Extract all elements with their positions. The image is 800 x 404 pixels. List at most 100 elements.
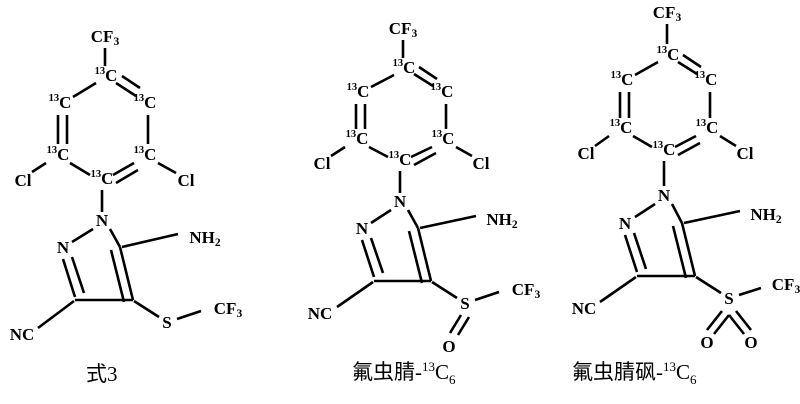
- bond-cl-left-1: [31, 161, 47, 174]
- chlorine-left-label-3: Cl: [578, 144, 595, 163]
- bond-c5-n1-2: [406, 209, 420, 229]
- caption-2-sup: 13: [422, 359, 436, 374]
- ring-carbon-bottom-1: 13C: [91, 169, 114, 188]
- amino-label-2: NH2: [486, 210, 518, 231]
- svg-text:O: O: [442, 337, 455, 356]
- svg-text:13C: 13C: [347, 82, 370, 101]
- pyrazole-n2-label-1: N: [57, 238, 70, 257]
- svg-text:N: N: [619, 214, 632, 233]
- pyrazole-n1-label-2: N: [394, 192, 407, 211]
- bond-s-o1-3: [705, 310, 724, 331]
- pyrazole-n2-label-2: N: [356, 219, 369, 238]
- bond-n2-c3-3: [623, 234, 639, 273]
- bond-s-o1-2: [448, 314, 463, 334]
- svg-text:O: O: [744, 333, 757, 352]
- svg-text:NH2: NH2: [750, 205, 782, 226]
- svg-text:13C: 13C: [134, 145, 157, 164]
- ring-carbon-top-1: 13C: [95, 66, 118, 85]
- cf3-top-label-2: CF3: [389, 19, 418, 40]
- pyrazole-n1-label-3: N: [658, 186, 671, 205]
- svg-text:13C: 13C: [611, 70, 634, 89]
- bond-c3-nitrile-1: [37, 299, 75, 330]
- svg-text:S: S: [460, 294, 469, 313]
- bond-c3-nitrile-3: [599, 275, 637, 304]
- ring-carbon-upper-left-3: 13C: [611, 70, 634, 89]
- bond-c4-s-2: [431, 280, 458, 300]
- pyrazole-n2-label-3: N: [619, 214, 632, 233]
- cf3-side-label-2: CF3: [512, 280, 541, 301]
- svg-text:CF3: CF3: [772, 275, 800, 296]
- svg-text:13C: 13C: [49, 93, 72, 112]
- bond-ring-top-upperright-inner-3: [682, 53, 702, 69]
- bond-ring-top-upperright-1: [115, 81, 137, 98]
- nitrile-label-3: NC: [572, 299, 597, 318]
- bond-n2-c3-inner-3: [632, 232, 648, 270]
- bond-ring-bottom-lowerright-3: [674, 134, 697, 149]
- bond-ring-top-upperleft-1: [72, 81, 97, 99]
- bond-cl-right-2: [455, 145, 473, 158]
- svg-text:NH2: NH2: [486, 210, 518, 231]
- svg-text:S: S: [162, 313, 171, 332]
- ring-carbon-lower-left-1: 13C: [47, 145, 70, 164]
- amino-label-3: NH2: [750, 205, 782, 226]
- chlorine-left-label-2: Cl: [314, 154, 331, 173]
- svg-text:N: N: [658, 186, 671, 205]
- caption-3-sub: 6: [690, 372, 697, 388]
- caption-structure-1: 式3: [86, 358, 118, 388]
- svg-text:13C: 13C: [95, 66, 118, 85]
- ring-carbon-upper-left-1: 13C: [49, 93, 72, 112]
- svg-text:CF3: CF3: [389, 19, 418, 40]
- bond-s-o1-inner-2: [456, 316, 471, 336]
- ring-carbon-bottom-2: 13C: [389, 150, 412, 169]
- bond-ring-bottom-lowerright-inner-3: [677, 141, 701, 157]
- bond-ring-top-upperright-3: [677, 60, 698, 76]
- svg-text:13C: 13C: [657, 45, 680, 64]
- svg-text:N: N: [96, 211, 109, 230]
- svg-text:N: N: [57, 238, 70, 257]
- bond-n1-n2-3: [634, 202, 656, 219]
- sulfur-label-3: S: [724, 289, 733, 308]
- oxygen-left-label-3: O: [700, 333, 713, 352]
- bond-c4-c5-3: [680, 222, 697, 277]
- svg-text:13C: 13C: [393, 58, 416, 77]
- bond-ring-bottom-lowerright-inner-2: [413, 151, 437, 167]
- cf3-top-label-3: CF3: [653, 3, 682, 24]
- bond-n2-c3-inner-2: [369, 237, 385, 274]
- ring-carbon-upper-right-1: 13C: [134, 93, 157, 112]
- svg-text:13C: 13C: [91, 169, 114, 188]
- bond-c4-c5-inner-1: [109, 249, 126, 303]
- svg-text:13C: 13C: [432, 129, 455, 148]
- bond-ring-bottom-lowerright-inner-1: [115, 168, 139, 185]
- bond-s-cf3-1: [176, 309, 202, 321]
- caption-structure-3: 氟虫腈砜-13C6: [572, 356, 697, 386]
- svg-text:Cl: Cl: [578, 144, 595, 163]
- ring-carbon-bottom-3: 13C: [653, 140, 676, 159]
- bond-ring-bottom-lowerright-2: [410, 145, 433, 159]
- chlorine-right-label-2: Cl: [473, 154, 490, 173]
- bond-c5-nh2-3: [683, 209, 741, 225]
- bond-c4-c5-inner-3: [671, 225, 688, 279]
- bond-n2-c3-inner-1: [70, 256, 86, 294]
- ring-carbon-lower-left-3: 13C: [610, 118, 633, 137]
- ring-carbon-top-3: 13C: [657, 45, 680, 64]
- bond-s-o2-inner-3: [727, 314, 746, 335]
- bond-ring-top-upperleft-2: [370, 73, 395, 89]
- bond-c5-nh2-1: [121, 232, 179, 249]
- svg-text:CF3: CF3: [512, 280, 541, 301]
- chlorine-right-label-3: Cl: [737, 144, 754, 163]
- bond-s-cf3-2: [474, 290, 500, 302]
- ring-carbon-upper-right-3: 13C: [695, 70, 718, 89]
- svg-text:Cl: Cl: [178, 171, 195, 190]
- bond-ring-bottom-lowerright-1: [112, 161, 135, 177]
- svg-text:13C: 13C: [346, 129, 369, 148]
- bond-s-o1-inner-3: [712, 314, 731, 335]
- amino-label-1: NH2: [189, 228, 221, 249]
- ring-carbon-lower-left-2: 13C: [346, 129, 369, 148]
- bond-c4-c5-1: [118, 246, 135, 301]
- ring-carbon-lower-right-3: 13C: [696, 118, 719, 137]
- chlorine-left-label-1: Cl: [15, 171, 32, 190]
- svg-text:N: N: [394, 192, 407, 211]
- cf3-side-label-3: CF3: [772, 275, 800, 296]
